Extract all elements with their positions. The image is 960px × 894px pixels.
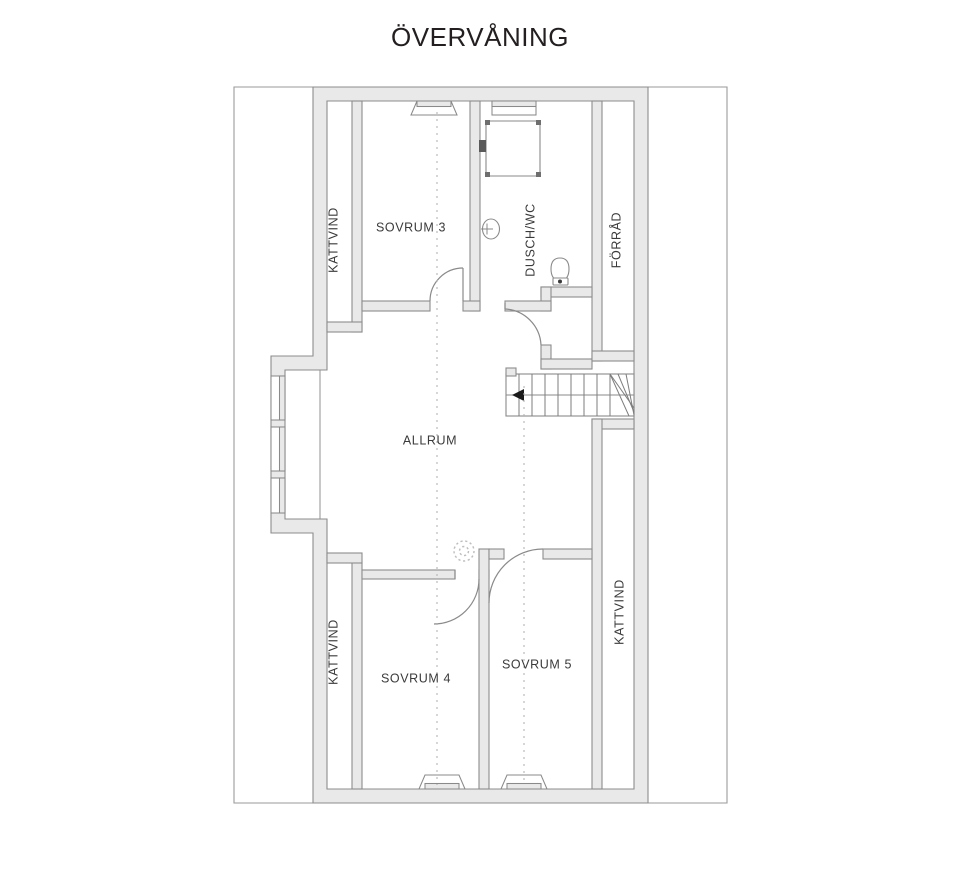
room-label-dusch-wc: DUSCH/WC	[523, 203, 537, 277]
door-sovrum-5	[488, 548, 544, 604]
wall-sovrum5-north	[488, 548, 505, 560]
wall-above-kattvind-bottom-left	[326, 552, 363, 564]
room-label-allrum: ALLRUM	[403, 433, 457, 447]
window-sovrum3-north	[410, 100, 458, 116]
window-sovrum5-south	[500, 774, 548, 790]
room-label-sovrum-4: SOVRUM 4	[381, 671, 451, 685]
page-title: ÖVERVÅNING	[391, 22, 569, 52]
walls-group	[270, 86, 649, 804]
doors-group	[429, 267, 544, 625]
room-label-kattvind-top-left: KATTVIND	[326, 207, 340, 273]
staircase	[505, 367, 635, 417]
wall-below-kattvind-top-left	[326, 321, 363, 333]
wall-sovrum3-south-b	[462, 300, 481, 312]
exterior-wall	[270, 86, 649, 804]
chimney-flue-icon	[453, 540, 475, 562]
wall-kattvind-bottom-right	[591, 418, 603, 790]
wall-sovrum4-sovrum5	[478, 548, 490, 790]
stair-winders	[609, 373, 635, 417]
room-label-kattvind-bottom-left: KATTVIND	[326, 619, 340, 685]
door-sovrum-3	[429, 267, 464, 302]
wall-kattvind-top-left	[351, 100, 363, 333]
room-label-sovrum-3: SOVRUM 3	[376, 220, 446, 234]
wall-sovrum3-bathroom	[469, 100, 481, 312]
stair-direction-arrow	[512, 389, 524, 401]
wall-sovrum5-north-b	[542, 548, 593, 560]
door-dusch-wc	[504, 303, 542, 346]
room-labels-group: KATTVIND SOVRUM 3 DUSCH/WC FÖRRÅD ALLRUM…	[326, 203, 626, 685]
wall-bathroom-storage	[591, 100, 603, 362]
windows-group	[270, 100, 548, 790]
wall-bathroom-entry-lintel	[540, 358, 593, 370]
centerlines-group	[436, 112, 525, 785]
door-sovrum-4	[433, 570, 480, 625]
room-label-kattvind-bottom-right: KATTVIND	[612, 579, 626, 645]
window-sovrum4-south	[418, 774, 466, 790]
wall-kattvind-bottom-left	[351, 561, 363, 790]
window-allrum-west-3	[270, 477, 286, 514]
wall-sovrum4-north	[361, 569, 456, 580]
room-label-sovrum-5: SOVRUM 5	[502, 657, 572, 671]
window-bathroom-north	[491, 100, 537, 116]
toilet-icon	[550, 257, 570, 286]
room-label-forrad: FÖRRÅD	[608, 212, 623, 268]
stair-top-nib	[505, 367, 517, 377]
wall-storage-south	[591, 350, 635, 362]
shower-icon	[479, 120, 541, 177]
bathroom-fixtures-group	[479, 120, 570, 286]
roof-outline-right	[640, 86, 728, 804]
stair-treads	[518, 374, 611, 416]
wall-sovrum3-south-a	[361, 300, 431, 312]
wash-basin-icon	[481, 218, 501, 240]
window-allrum-west-1	[270, 375, 286, 421]
window-allrum-west-2	[270, 426, 286, 472]
